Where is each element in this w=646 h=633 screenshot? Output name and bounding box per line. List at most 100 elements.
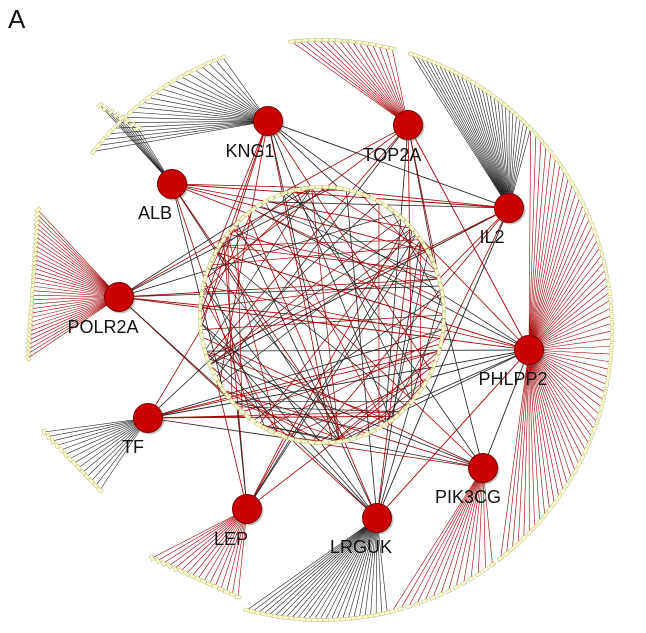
chord-edge bbox=[390, 209, 445, 308]
fan-edge-polr2a bbox=[27, 296, 120, 359]
fan-edge-phlpp2 bbox=[528, 204, 584, 351]
fan-edge-phlpp2 bbox=[528, 277, 608, 351]
leaf-node bbox=[452, 583, 460, 591]
fan-edge-phlpp2 bbox=[528, 349, 600, 415]
fan-edge-phlpp2 bbox=[528, 349, 583, 458]
leaf-node bbox=[382, 44, 390, 50]
leaf-node bbox=[25, 345, 32, 353]
chord-edge bbox=[204, 350, 391, 421]
hub-label-alb: ALB bbox=[138, 203, 172, 223]
inner-node bbox=[374, 198, 383, 206]
fan-edge-top2a bbox=[311, 39, 409, 126]
fan-edge-il2 bbox=[501, 102, 510, 209]
cross-edge bbox=[204, 350, 378, 519]
leaf-node bbox=[26, 336, 33, 344]
leaf-node bbox=[25, 349, 32, 358]
hub-hub-edge bbox=[376, 349, 530, 519]
leaf-node bbox=[520, 534, 528, 542]
fan-edge-kng1 bbox=[124, 117, 269, 122]
leaf-node bbox=[586, 214, 593, 222]
fan-edge-alb bbox=[105, 108, 173, 185]
leaf-node bbox=[301, 38, 309, 43]
cross-edge bbox=[311, 442, 484, 469]
fan-edge-kng1 bbox=[130, 111, 269, 122]
hub-node-tf bbox=[133, 403, 163, 433]
inner-node bbox=[243, 412, 252, 421]
inner-node bbox=[206, 261, 213, 270]
inner-node bbox=[381, 421, 389, 429]
fan-edge-phlpp2 bbox=[528, 349, 535, 528]
cross-edge bbox=[252, 208, 530, 351]
inner-node bbox=[238, 214, 246, 223]
fan-edge-phlpp2 bbox=[528, 349, 560, 498]
leaf-node bbox=[591, 425, 598, 433]
hub-label-polr2a: POLR2A bbox=[67, 317, 138, 337]
fan-edge-top2a bbox=[298, 40, 409, 126]
chord-edge bbox=[231, 228, 445, 316]
chord-edge bbox=[219, 245, 437, 273]
leaf-node bbox=[150, 89, 159, 97]
fan-edge-phlpp2 bbox=[528, 349, 586, 451]
chord-edge bbox=[209, 217, 403, 366]
hub-node-lep bbox=[232, 494, 262, 524]
cross-edge bbox=[199, 322, 378, 519]
cross-edge bbox=[247, 213, 378, 519]
chord-edge bbox=[200, 278, 440, 309]
inner-node bbox=[428, 254, 435, 263]
cross-edge bbox=[202, 285, 378, 519]
inner-node bbox=[417, 235, 425, 244]
fan-edge-il2 bbox=[411, 54, 510, 209]
hub-label-il2: IL2 bbox=[479, 227, 504, 247]
fan-edge-il2 bbox=[438, 64, 510, 209]
fan-edge-lep bbox=[180, 508, 248, 572]
fan-edge-pik3cg bbox=[424, 467, 484, 602]
fan-edge-il2 bbox=[460, 75, 510, 209]
inner-node bbox=[349, 436, 357, 442]
hub-hub-edge bbox=[407, 124, 530, 351]
fan-edge-phlpp2 bbox=[528, 247, 601, 351]
fan-edge-tf bbox=[43, 417, 149, 433]
inner-node bbox=[342, 186, 350, 193]
leaf-node bbox=[594, 236, 601, 244]
chord-edge bbox=[359, 193, 438, 273]
leaf-node bbox=[594, 418, 600, 426]
fan-edge-polr2a bbox=[36, 223, 120, 298]
inner-node bbox=[321, 185, 329, 190]
leaf-node bbox=[335, 38, 343, 43]
fan-edge-phlpp2 bbox=[528, 211, 587, 351]
inner-node bbox=[342, 437, 350, 444]
fan-edge-polr2a bbox=[30, 296, 120, 327]
fan-edge-top2a bbox=[331, 39, 409, 126]
fan-edge-phlpp2 bbox=[528, 261, 605, 351]
chord-edge bbox=[384, 314, 445, 425]
hub-label-pik3cg: PIK3CG bbox=[435, 487, 501, 507]
leaf-node bbox=[33, 224, 41, 232]
leaf-node bbox=[243, 607, 251, 613]
fan-edge-polr2a bbox=[35, 245, 120, 298]
chord-edge bbox=[332, 401, 413, 443]
inner-node bbox=[255, 421, 263, 429]
inner-node bbox=[198, 311, 202, 319]
fan-edge-lrguk bbox=[376, 517, 382, 614]
fan-edge-pik3cg bbox=[408, 467, 484, 607]
cross-edge bbox=[267, 120, 340, 189]
chord-edge bbox=[318, 186, 429, 253]
inner-node bbox=[433, 354, 440, 362]
inner-node bbox=[398, 214, 406, 223]
leaf-node bbox=[316, 618, 324, 622]
fan-edge-kng1 bbox=[103, 120, 269, 140]
inner-node bbox=[424, 248, 432, 257]
fan-edge-il2 bbox=[481, 87, 510, 209]
leaf-node bbox=[165, 562, 173, 570]
fan-edge-pik3cg bbox=[432, 467, 484, 599]
fan-edge-polr2a bbox=[28, 296, 120, 350]
leaf-node bbox=[33, 228, 40, 237]
fan-edge-kng1 bbox=[173, 80, 269, 122]
leaf-node bbox=[94, 141, 102, 150]
inner-node bbox=[219, 386, 227, 395]
chord-edge bbox=[236, 223, 243, 412]
inner-node bbox=[202, 275, 208, 283]
inner-node bbox=[238, 407, 247, 416]
inner-node bbox=[438, 340, 444, 348]
